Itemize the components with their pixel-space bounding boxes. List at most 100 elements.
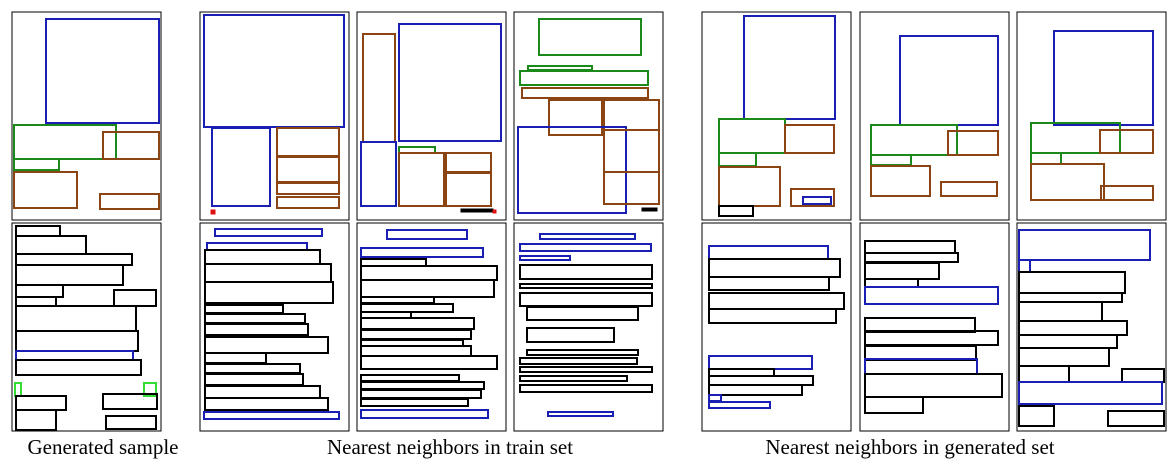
figure-box [211,127,271,207]
text-box [1030,163,1105,201]
text-line [360,296,435,304]
text-box [398,152,445,207]
figure-box [206,242,308,251]
text-line [360,329,472,340]
text-line [708,368,775,377]
figure-box [1018,259,1031,273]
figure-box [802,196,832,205]
text-line [360,303,454,313]
caption-box [538,18,642,56]
text-box [940,181,998,197]
figure-box [203,411,340,420]
text-line [204,385,321,399]
figure-box [708,355,813,370]
text-line [15,284,64,298]
text-box [947,130,999,156]
text-box [718,166,781,207]
panel-generated-bottom [11,222,162,432]
text-box [521,87,649,99]
text-line [864,317,976,333]
page-number [641,207,658,212]
text-box [790,188,835,207]
text-line [708,384,803,396]
figure-box [743,15,836,120]
text-box [603,171,660,205]
caption-box [143,382,157,397]
text-line [519,384,653,393]
text-line [1107,410,1165,427]
figure-box [360,409,489,419]
panel-train-1-bottom [199,222,350,432]
text-box [1100,185,1154,201]
text-line [113,289,157,307]
text-line [360,317,475,330]
figure-box [398,23,502,142]
text-line [204,363,301,374]
figure-box [864,358,978,375]
text-line [204,397,329,411]
text-box [718,205,754,217]
text-line [360,265,498,281]
figure-box [708,401,771,409]
figure-box [519,255,571,261]
caption-box [718,118,786,154]
page-marker [210,209,216,215]
text-line [204,336,329,354]
text-box [276,196,340,209]
text-box [603,99,660,131]
text-line [519,283,653,289]
text-line [360,279,495,298]
panel-train-2-top [356,11,507,221]
caption-generated-sample: Generated sample [27,435,179,459]
panel-generated-top [11,11,162,221]
text-line [15,359,142,376]
figure-box [15,350,134,361]
panel-gen-1-top [701,11,852,221]
caption-train-neighbors: Nearest neighbors in train set [326,435,574,459]
figure-box [214,228,323,237]
text-line [360,398,469,407]
text-box [445,152,492,173]
caption-box [1030,152,1062,165]
text-line [204,352,267,364]
page-marker [492,209,497,214]
figure-box [708,245,829,260]
text-line [708,292,845,310]
figure-box [45,18,160,124]
caption-box [1030,122,1121,154]
text-line [15,235,87,255]
text-line [864,252,959,263]
figure-box [1018,381,1163,405]
text-box [870,165,931,197]
panel-gen-1-bottom [701,222,852,432]
figure-box [517,126,627,214]
page-number [460,208,494,213]
text-line [360,258,427,267]
text-box [13,171,78,209]
text-line [526,306,639,321]
figure-box [708,394,722,402]
text-line [1018,292,1123,303]
figure-box [360,141,397,207]
caption-box [870,124,958,156]
panel-train-3-bottom [513,222,664,432]
text-line [519,292,653,307]
figure-box [899,35,999,126]
caption-box [14,382,22,397]
text-box [362,33,396,143]
text-line [204,323,309,336]
text-line [1018,347,1110,367]
text-line [864,240,956,254]
text-line [105,415,157,430]
text-line [1018,320,1128,336]
text-line [1018,271,1126,294]
text-line [708,276,830,291]
caption-box [718,152,757,167]
panel-train-2-bottom [356,222,507,432]
text-line [1018,301,1103,322]
text-line [204,249,321,265]
text-line [15,330,139,352]
text-line [864,330,999,346]
figure-box [203,14,345,128]
text-line [15,225,61,237]
